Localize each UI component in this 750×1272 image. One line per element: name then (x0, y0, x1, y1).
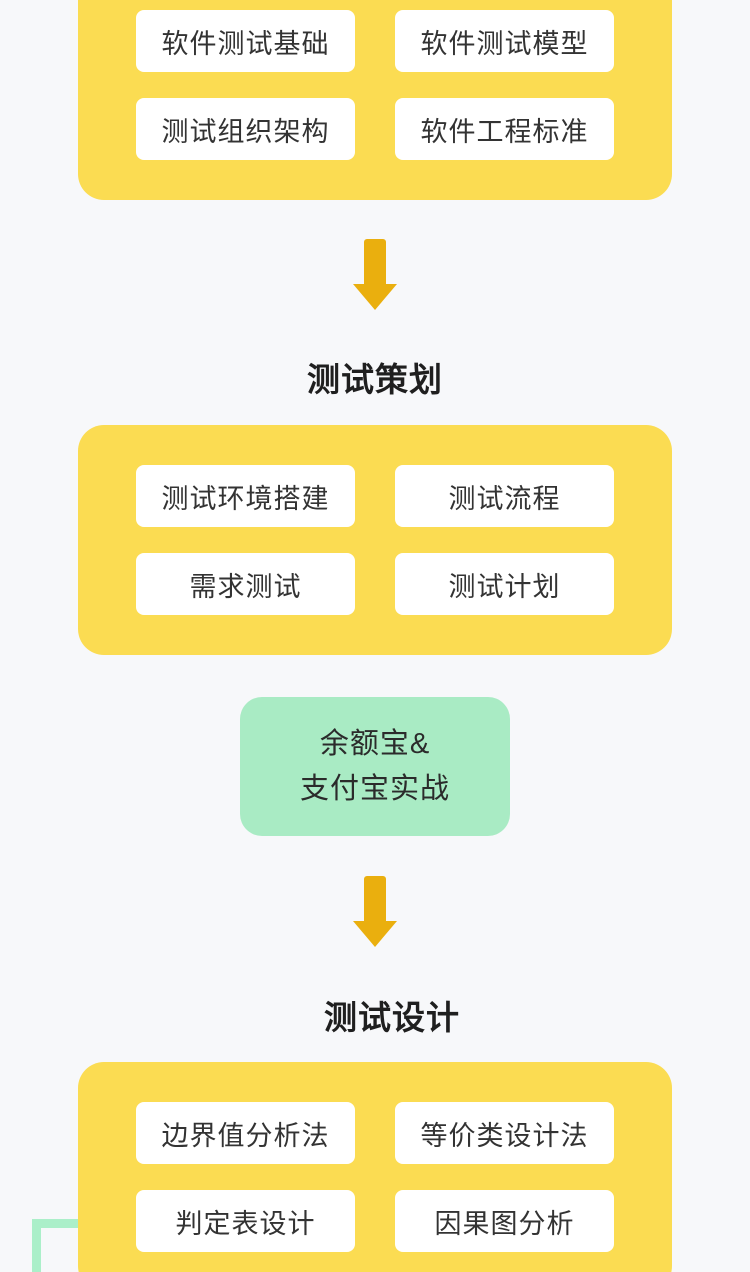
topic-pill-label: 测试流程 (448, 483, 561, 514)
topic-pill-label: 软件测试模型 (420, 28, 589, 59)
topic-pill[interactable]: 测试计划 (395, 553, 614, 615)
topic-pill[interactable]: 软件测试基础 (136, 10, 355, 72)
topic-pill-label: 因果图分析 (434, 1208, 575, 1239)
topic-pill[interactable]: 等价类设计法 (395, 1102, 614, 1164)
topic-pill[interactable]: 边界值分析法 (136, 1102, 355, 1164)
down-arrow-icon (353, 876, 397, 947)
practice-highlight-card[interactable]: 余额宝& 支付宝实战 (240, 697, 510, 836)
section-card-fundamentals: 软件测试基础 软件测试模型 测试组织架构 软件工程标准 (78, 0, 672, 200)
section-title-planning: 测试策划 (307, 361, 443, 398)
arrow-head (353, 921, 397, 947)
topic-pill-label: 软件测试基础 (161, 28, 330, 59)
arrow-shaft (364, 876, 386, 922)
topic-pill-label: 测试组织架构 (161, 116, 330, 147)
branch-connector-line (32, 1219, 90, 1272)
down-arrow-icon (353, 239, 397, 310)
highlight-line-1: 余额宝& (319, 727, 431, 760)
topic-pill[interactable]: 判定表设计 (136, 1190, 355, 1252)
topic-pill[interactable]: 测试环境搭建 (136, 465, 355, 527)
topic-pill[interactable]: 测试组织架构 (136, 98, 355, 160)
topic-pill-label: 测试计划 (448, 571, 561, 602)
topic-pill-label: 需求测试 (189, 571, 302, 602)
highlight-line-2: 支付宝实战 (299, 772, 450, 805)
section-card-design: 边界值分析法 等价类设计法 判定表设计 因果图分析 (78, 1062, 672, 1272)
topic-pill-label: 软件工程标准 (420, 116, 589, 147)
topic-pill-label: 等价类设计法 (420, 1120, 589, 1151)
topic-pill-label: 判定表设计 (175, 1208, 316, 1239)
topic-pill[interactable]: 因果图分析 (395, 1190, 614, 1252)
topic-pill-label: 测试环境搭建 (161, 483, 330, 514)
topic-pill[interactable]: 测试流程 (395, 465, 614, 527)
topic-pill[interactable]: 软件工程标准 (395, 98, 614, 160)
section-card-planning: 测试环境搭建 测试流程 需求测试 测试计划 (78, 425, 672, 655)
topic-pill-label: 边界值分析法 (161, 1120, 330, 1151)
topic-pill[interactable]: 软件测试模型 (395, 10, 614, 72)
topic-pill[interactable]: 需求测试 (136, 553, 355, 615)
arrow-head (353, 284, 397, 310)
arrow-shaft (364, 239, 386, 285)
section-title-design: 测试设计 (324, 999, 460, 1036)
